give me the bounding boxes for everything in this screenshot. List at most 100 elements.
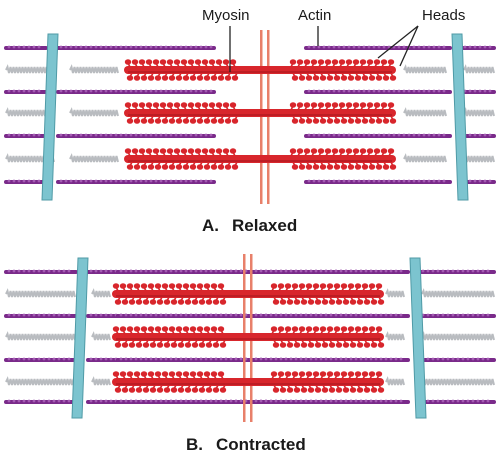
- myosin-neck: [138, 339, 142, 345]
- myosin-neck: [124, 296, 128, 302]
- myosin-neck: [138, 384, 142, 390]
- actin-bead: [104, 179, 108, 183]
- myosin-neck: [376, 374, 380, 380]
- actin-bead: [274, 313, 278, 317]
- myosin-head: [222, 102, 230, 108]
- myosin-neck: [327, 286, 331, 292]
- actin-bead: [274, 399, 278, 403]
- myosin-head: [133, 164, 141, 170]
- actin-bead: [367, 133, 371, 137]
- actin-bead: [451, 357, 455, 361]
- myosin-head: [382, 164, 390, 170]
- myosin-head: [217, 371, 225, 377]
- actin-filament: [4, 269, 78, 274]
- myosin-neck: [117, 339, 121, 345]
- myosin-head: [293, 342, 301, 348]
- actin-filament: [4, 399, 78, 404]
- myosin-neck: [301, 384, 305, 390]
- myosin-neck: [213, 329, 217, 335]
- myosin-neck: [292, 329, 296, 335]
- myosin-neck: [369, 329, 373, 335]
- actin-bead: [169, 45, 173, 49]
- actin-bead: [274, 269, 278, 273]
- myosin-head: [219, 387, 227, 393]
- actin-bead: [347, 133, 351, 137]
- myosin-head: [312, 75, 320, 81]
- actin-bead: [169, 399, 173, 403]
- actin-bead: [17, 45, 21, 49]
- actin-bead: [189, 313, 193, 317]
- actin-bead: [417, 89, 421, 93]
- myosin-head: [370, 299, 378, 305]
- myosin-head: [205, 342, 213, 348]
- actin-bead: [159, 89, 163, 93]
- actin-filament: [304, 179, 452, 184]
- actin-bead: [347, 179, 351, 183]
- actin-bead: [339, 269, 343, 273]
- actin-bead: [466, 357, 470, 361]
- actin-bead: [204, 89, 208, 93]
- myosin-neck: [208, 296, 212, 302]
- myosin-neck: [155, 151, 159, 157]
- myosin-neck: [290, 151, 294, 157]
- myosin-neck: [150, 161, 154, 167]
- myosin-head: [279, 342, 287, 348]
- myosin-head: [333, 118, 341, 124]
- actin-bead: [269, 313, 273, 317]
- actin-bead: [239, 269, 243, 273]
- myosin-head: [338, 148, 346, 154]
- myosin-neck: [320, 374, 324, 380]
- myosin-head: [147, 118, 155, 124]
- myosin-neck: [204, 105, 208, 111]
- panel-b-title: Contracted: [216, 435, 306, 454]
- actin-bead: [229, 357, 233, 361]
- myosin-neck: [183, 105, 187, 111]
- actin-bead: [59, 179, 63, 183]
- myosin-neck: [301, 339, 305, 345]
- myosin-neck: [152, 384, 156, 390]
- myosin-neck: [341, 286, 345, 292]
- actin-filament: [116, 269, 410, 274]
- myosin-head: [286, 387, 294, 393]
- myosin-neck: [292, 115, 296, 121]
- actin-bead: [149, 89, 153, 93]
- actin-bead: [119, 179, 123, 183]
- actin-bead: [47, 313, 51, 317]
- titin-coil: [69, 64, 119, 74]
- myosin-head: [145, 102, 153, 108]
- myosin-neck: [318, 62, 322, 68]
- actin-bead: [109, 357, 113, 361]
- actin-bead: [322, 45, 326, 49]
- myosin-neck: [208, 339, 212, 345]
- myosin-neck: [350, 296, 354, 302]
- titin-coil: [5, 64, 55, 74]
- actin-bead: [329, 357, 333, 361]
- titin-coil: [403, 153, 447, 163]
- actin-bead: [144, 133, 148, 137]
- actin-bead: [483, 89, 487, 93]
- actin-bead: [269, 399, 273, 403]
- myosin-neck: [127, 151, 131, 157]
- myosin-neck: [134, 105, 138, 111]
- myosin-head: [121, 387, 129, 393]
- actin-bead: [324, 269, 328, 273]
- myosin-neck: [292, 286, 296, 292]
- actin-bead: [461, 313, 465, 317]
- actin-bead: [324, 399, 328, 403]
- myosin-neck: [206, 115, 210, 121]
- myosin-head: [229, 59, 237, 65]
- myosin-neck: [320, 161, 324, 167]
- myosin-head: [128, 342, 136, 348]
- actin-bead: [367, 45, 371, 49]
- actin-bead: [471, 313, 475, 317]
- myosin-head: [361, 371, 369, 377]
- myosin-head: [217, 75, 225, 81]
- actin-filament: [460, 133, 496, 138]
- myosin-neck: [218, 105, 222, 111]
- actin-bead: [374, 399, 378, 403]
- myosin-neck: [143, 374, 147, 380]
- titin-spring: [463, 153, 495, 163]
- actin-bead: [352, 89, 356, 93]
- myosin-neck: [197, 62, 201, 68]
- myosin-neck: [322, 384, 326, 390]
